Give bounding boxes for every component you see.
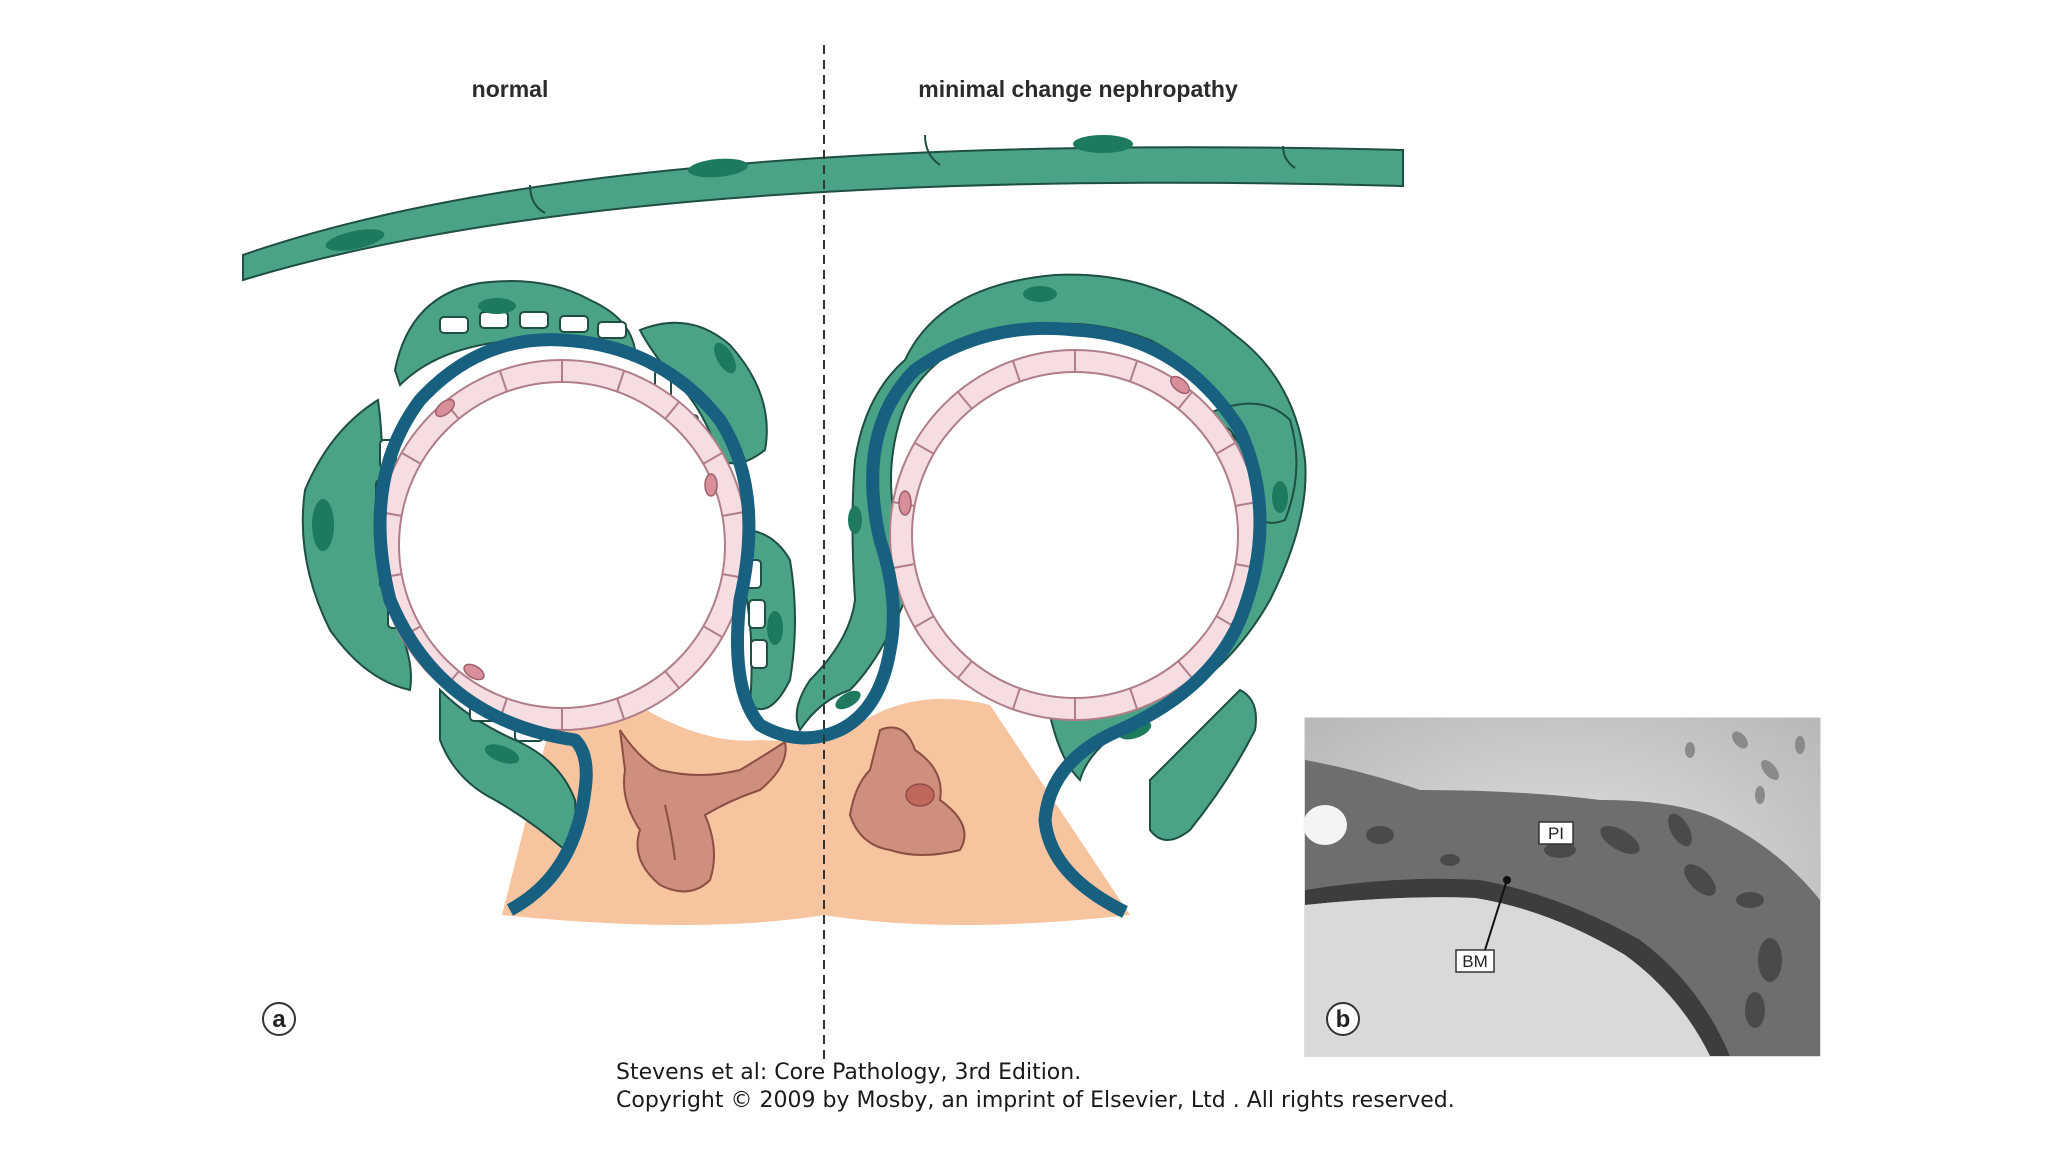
panel-a-letter: a — [272, 1006, 286, 1033]
panel-a: normal minimal change nephropathy — [243, 45, 1403, 1060]
citation-line: Stevens et al: Core Pathology, 3rd Editi… — [616, 1060, 1081, 1085]
copyright-line: Copyright © 2009 by Mosby, an imprint of… — [616, 1088, 1455, 1113]
svg-text:PI: PI — [1548, 824, 1564, 843]
svg-text:BM: BM — [1462, 952, 1488, 971]
podocyte-nucleus — [1272, 481, 1288, 513]
podocyte-nucleus — [848, 506, 862, 534]
parietal-nucleus — [1073, 135, 1133, 153]
panel-b-letter: b — [1336, 1006, 1351, 1033]
endothelial-nucleus — [705, 474, 717, 496]
mesangial-nucleus — [906, 784, 934, 806]
endothelial-nucleus — [899, 491, 911, 515]
podocyte-nucleus — [1023, 286, 1057, 302]
podocyte-nucleus — [478, 298, 516, 314]
minimal-change-heading: minimal change nephropathy — [918, 76, 1238, 102]
podocyte-nucleus — [767, 611, 783, 645]
label-pi: PI — [1539, 822, 1573, 844]
panel-b-marker: b — [1327, 1003, 1359, 1035]
panel-a-marker: a — [263, 1003, 295, 1035]
podocyte-nucleus — [312, 499, 334, 551]
panel-b-micrograph: PI BM b — [1303, 718, 1820, 1056]
normal-heading: normal — [472, 76, 549, 102]
